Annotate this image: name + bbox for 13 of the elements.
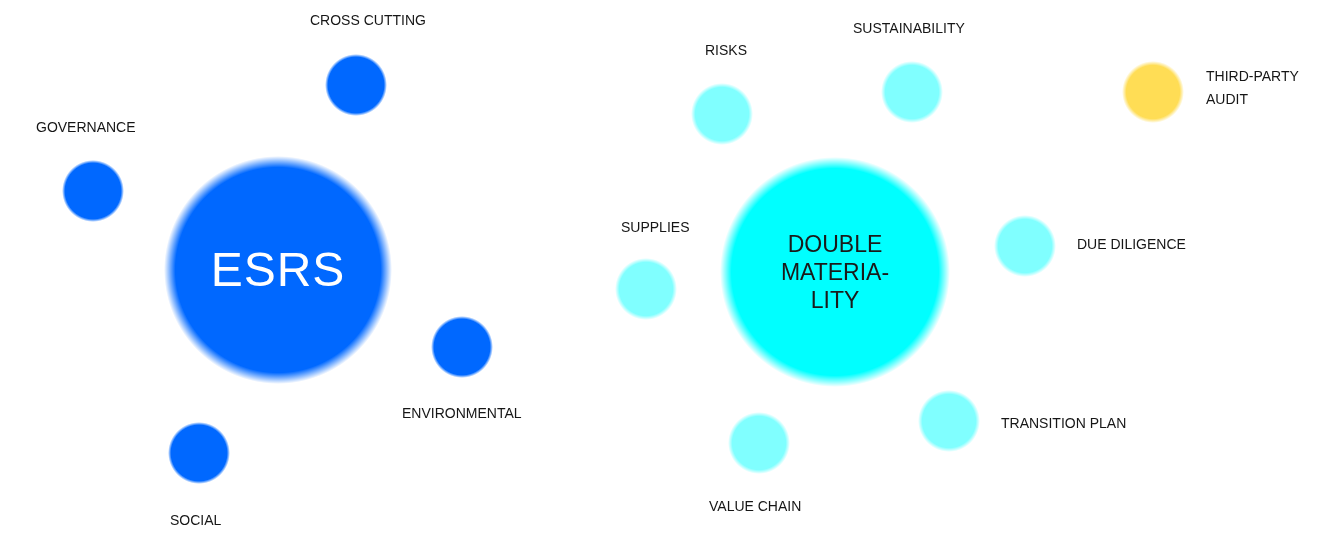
circle-title: DOUBLE MATERIA-LITY [779,230,891,314]
circle-label: CROSS CUTTING [310,11,426,29]
circle-label: VALUE CHAIN [709,497,802,515]
circle-label: SUPPLIES [621,218,690,236]
circle-label: SUSTAINABILITY [853,19,965,37]
circle-label: DUE DILIGENCE [1077,235,1186,253]
circle-label: GOVERNANCE [36,118,136,136]
circle-label: ENVIRONMENTAL [402,404,522,422]
circle-title: ESRS [210,242,346,298]
circle-label: SOCIAL [170,511,222,529]
circle-label: TRANSITION PLAN [1001,414,1127,432]
circle-label: THIRD-PARTY AUDIT [1206,67,1300,109]
circle-label: RISKS [705,41,747,59]
